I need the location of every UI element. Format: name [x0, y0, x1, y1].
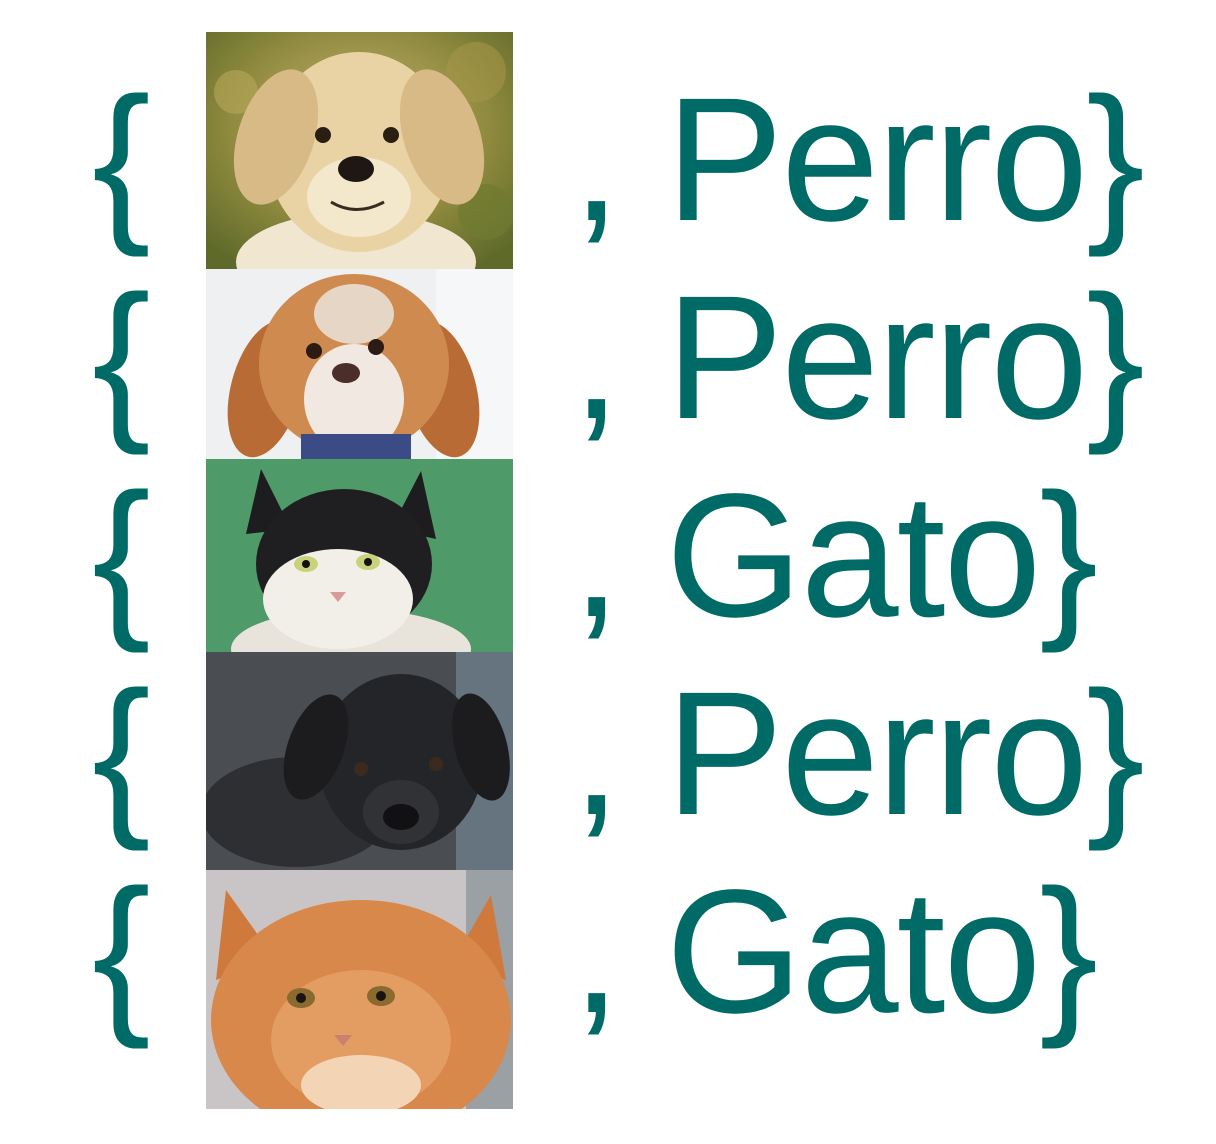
class-label-3: , Gato}: [572, 458, 1098, 654]
class-label-2: , Perro}: [572, 260, 1145, 456]
class-label-1: , Perro}: [572, 62, 1145, 258]
black-white-cat-photo: [206, 459, 513, 652]
open-brace-5: {: [92, 854, 151, 1050]
black-labrador-puppy-photo: [206, 652, 513, 870]
fluffy-tan-white-dog-photo: [206, 269, 513, 459]
yellow-labrador-puppy-photo: [206, 32, 513, 269]
open-brace-1: {: [92, 62, 151, 258]
class-label-5: , Gato}: [572, 854, 1098, 1050]
open-brace-2: {: [92, 260, 151, 456]
orange-longhair-cat-photo: [206, 870, 513, 1109]
open-brace-4: {: [92, 656, 151, 852]
open-brace-3: {: [92, 458, 151, 654]
class-label-4: , Perro}: [572, 656, 1145, 852]
